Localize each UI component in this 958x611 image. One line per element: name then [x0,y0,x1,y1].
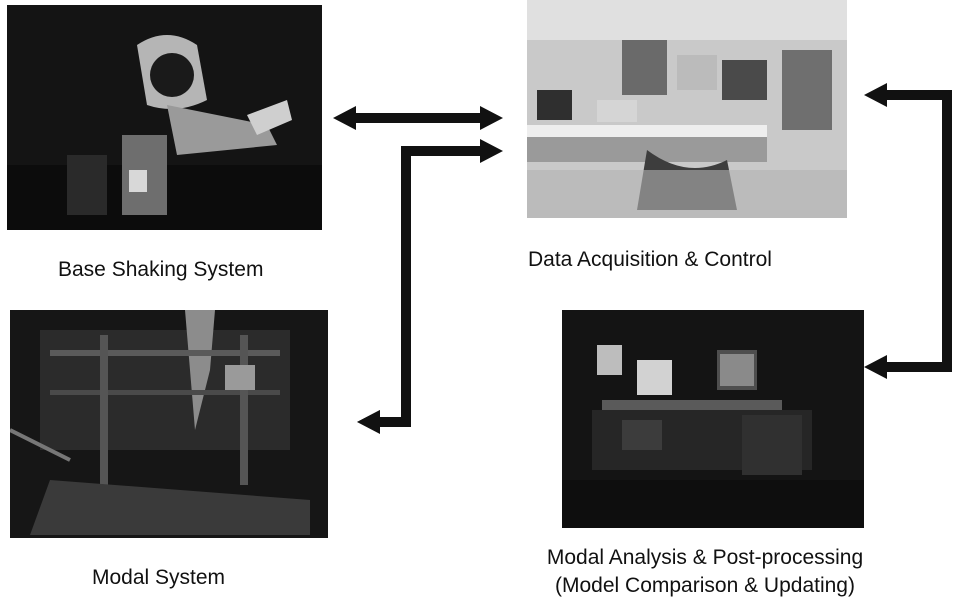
arrow-modal-to-data [357,139,503,434]
base-shaking-photo [7,5,322,230]
modal-analysis-label: Modal Analysis & Post-processing (Model … [500,544,910,600]
modal-system-photo [10,310,328,538]
data-acquisition-label: Data Acquisition & Control [528,248,772,271]
data-acquisition-photo [527,0,847,218]
modal-analysis-label-line1: Modal Analysis & Post-processing [546,546,864,569]
modal-system-label: Modal System [92,566,226,589]
arrow-base-to-data [333,106,503,130]
base-shaking-label: Base Shaking System [58,258,264,281]
modal-analysis-label-line2: (Model Comparison & Updating) [555,574,855,597]
modal-analysis-photo [562,310,864,528]
arrow-data-to-analysis [864,83,952,379]
